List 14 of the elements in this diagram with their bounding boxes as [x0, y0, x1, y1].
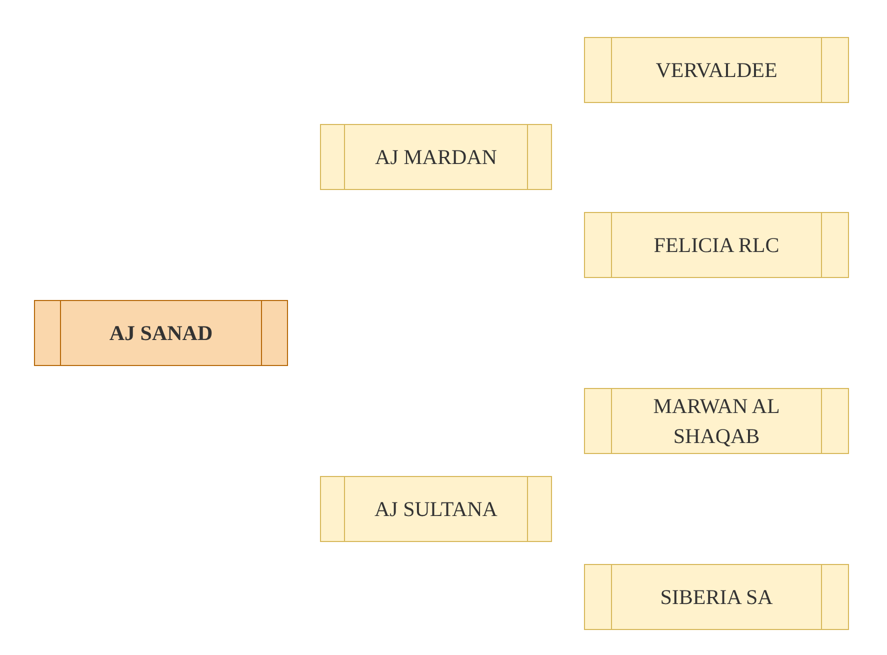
- node-label: AJ SULTANA: [374, 496, 498, 523]
- node-label: MARWAN AL SHAQAB: [652, 393, 781, 450]
- process-box: [584, 37, 849, 103]
- process-box: [584, 388, 849, 454]
- process-box: [320, 124, 552, 190]
- process-box: [34, 300, 288, 366]
- node-label: AJ SANAD: [109, 320, 213, 347]
- process-box: [584, 564, 849, 630]
- node-label: AJ MARDAN: [375, 144, 497, 171]
- process-box: [320, 476, 552, 542]
- process-box: [584, 212, 849, 278]
- node-label: VERVALDEE: [656, 57, 778, 84]
- node-label: SIBERIA SA: [660, 584, 773, 611]
- node-label: FELICIA RLC: [654, 232, 780, 259]
